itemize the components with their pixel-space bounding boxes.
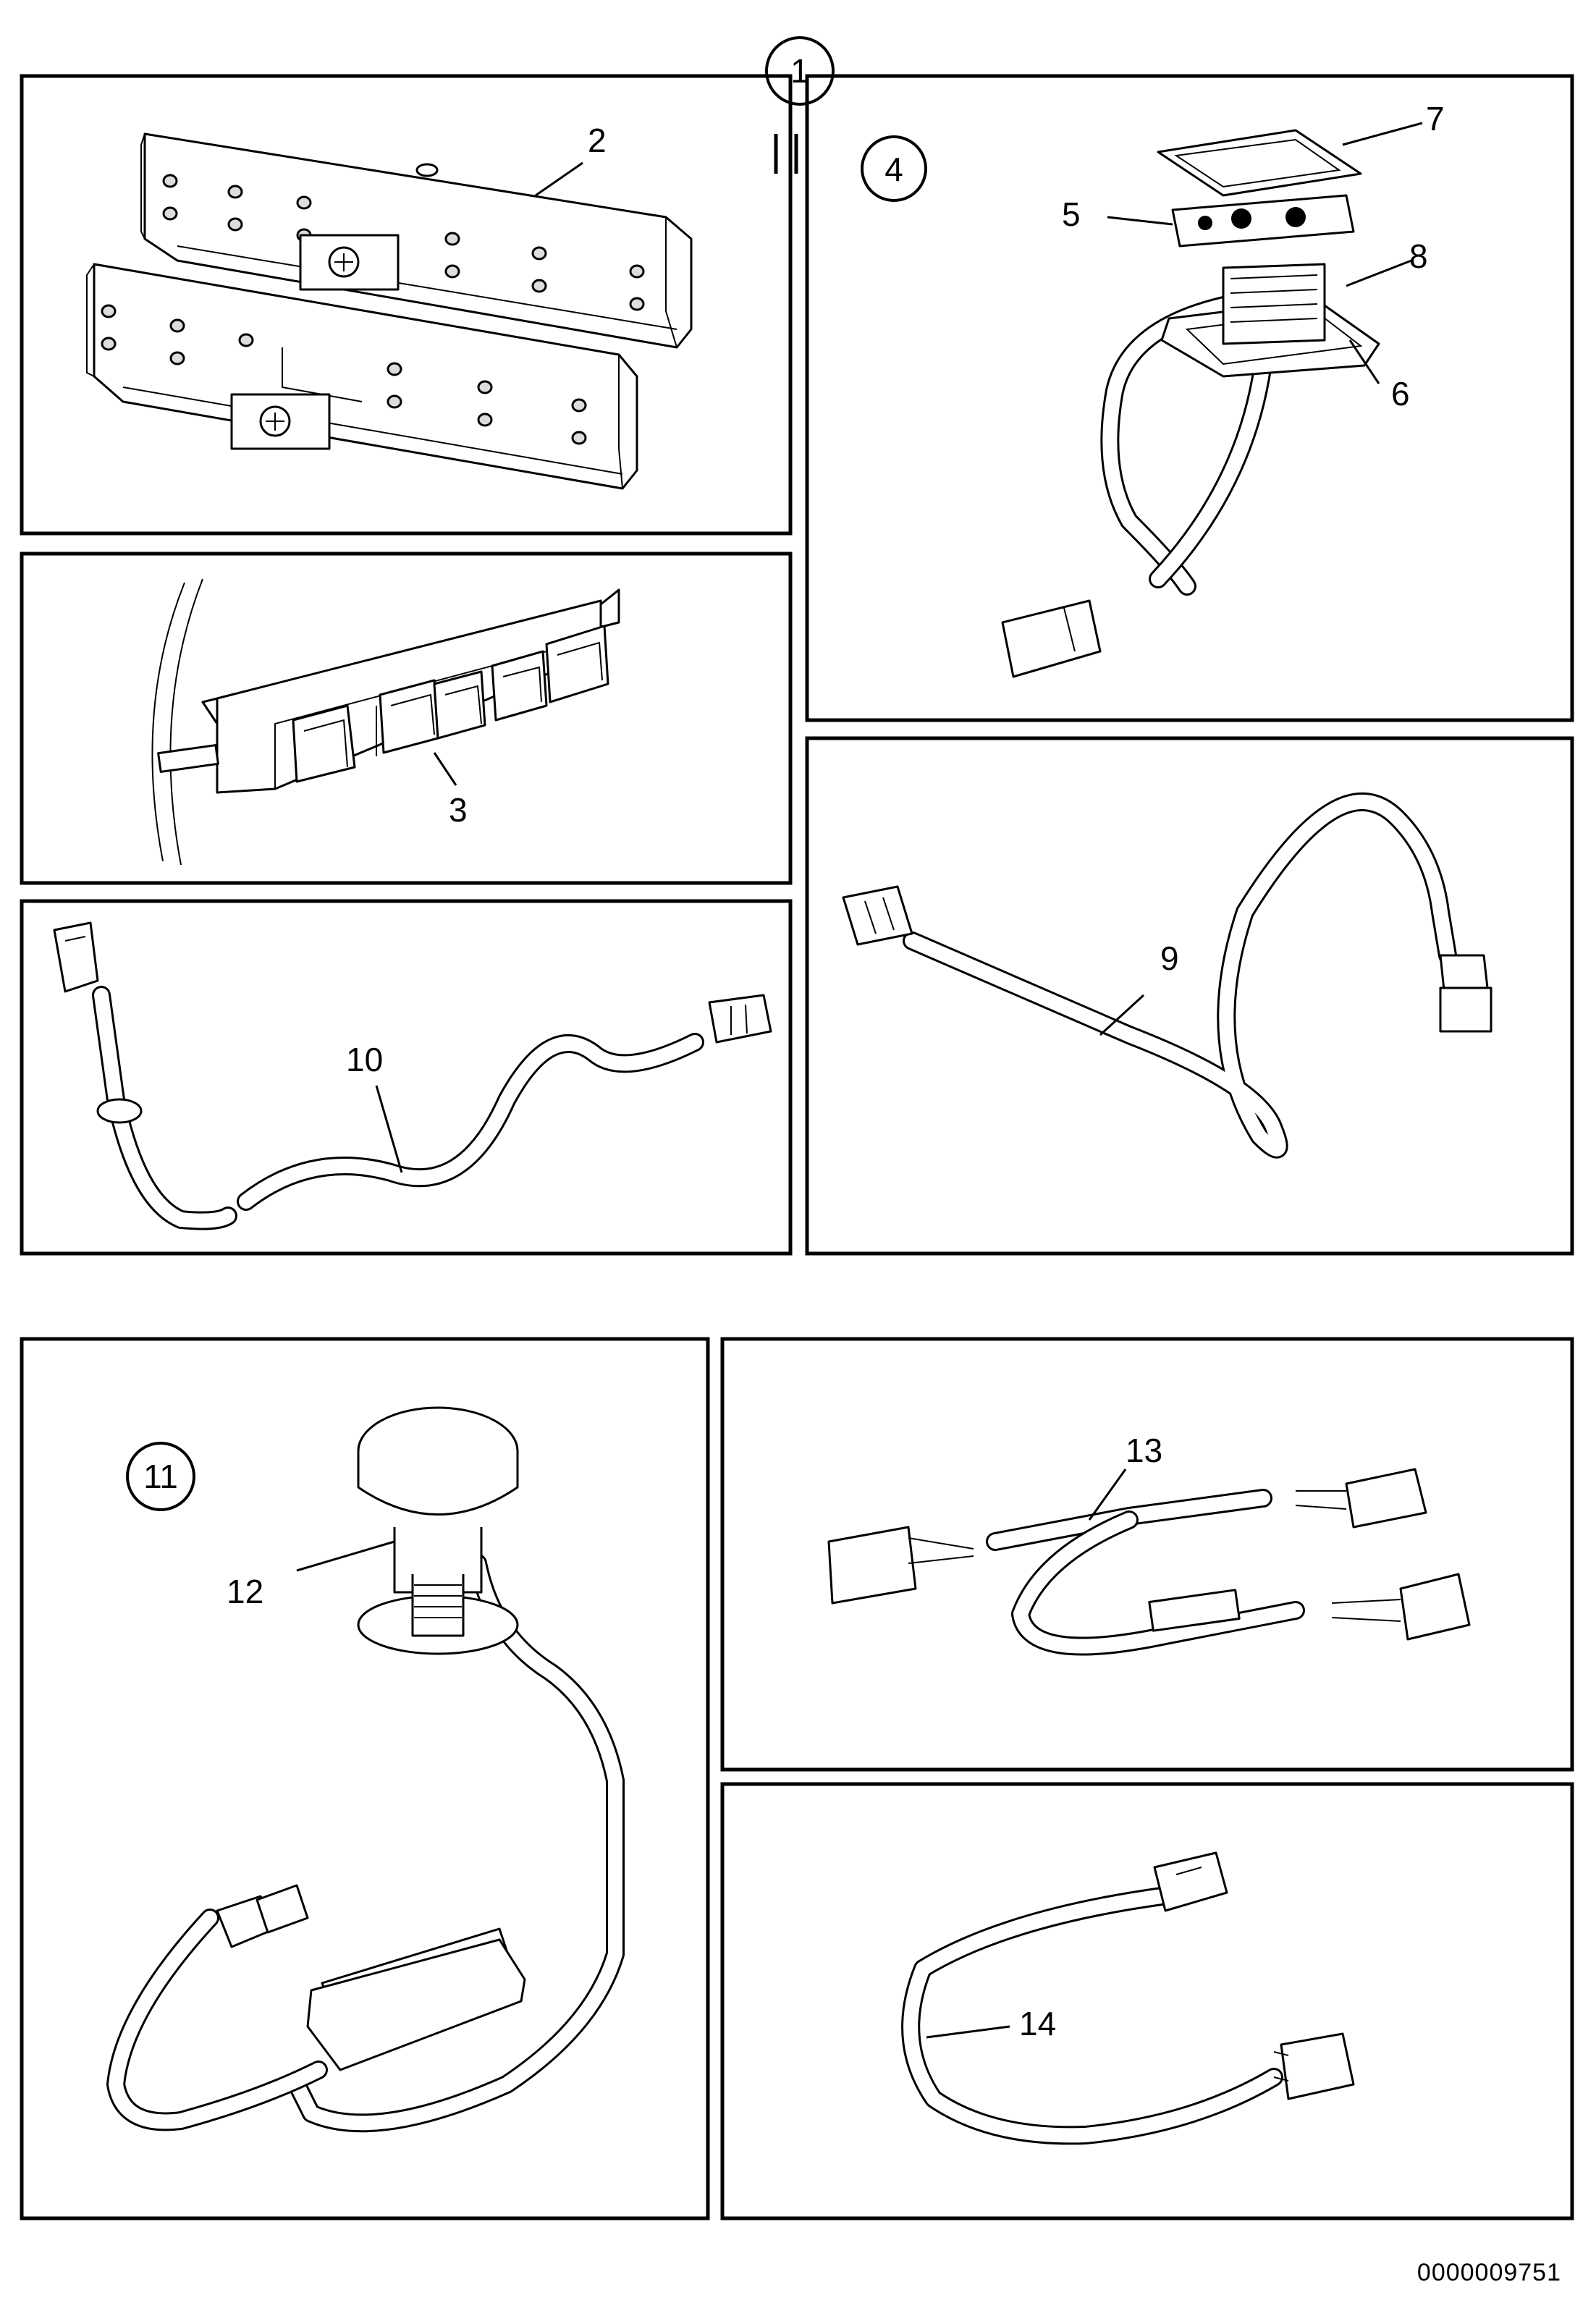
- y-cable-13-illustration: [827, 1468, 1471, 1656]
- control-module-illustration: [86, 132, 693, 490]
- cable-10-illustration: [53, 921, 772, 1230]
- panel-y-cable-13: [720, 1337, 1574, 1772]
- callout-13: 13: [1126, 1432, 1162, 1469]
- callout-14: 14: [1019, 2005, 1056, 2042]
- connector-block-illustration: [151, 578, 620, 866]
- panel-connector-block: [20, 551, 793, 885]
- panel-cable-14: [720, 1782, 1574, 2220]
- callout-5: 5: [1062, 195, 1081, 233]
- beacon-illustration: [106, 1406, 625, 2133]
- panel-beacon-assembly: [20, 1337, 710, 2220]
- cable-14-illustration: [901, 1851, 1355, 2145]
- callout-1: 1: [765, 36, 835, 106]
- document-number: 0000009751: [1416, 2259, 1561, 2286]
- svg-text:11: 11: [143, 1458, 178, 1495]
- callout-9: 9: [1160, 939, 1179, 977]
- panel-socket-assembly: [805, 74, 1574, 722]
- panel-cable-10: [20, 899, 793, 1256]
- callout-12: 12: [227, 1573, 263, 1610]
- callout-11: 11: [126, 1442, 195, 1511]
- panel-cable-9: [805, 736, 1574, 1256]
- callout-2: 2: [588, 122, 607, 159]
- callout-7: 7: [1426, 100, 1445, 138]
- callout-4: 4: [861, 135, 927, 202]
- callout-3: 3: [449, 791, 468, 829]
- panel-modules: [20, 74, 793, 536]
- svg-text:4: 4: [884, 151, 903, 188]
- socket-illustration: [1001, 129, 1380, 678]
- socket-leaders: [1107, 122, 1423, 384]
- callout-8: 8: [1409, 237, 1428, 275]
- cable-9-illustration: [842, 792, 1492, 1159]
- callout-6: 6: [1391, 375, 1410, 413]
- callout-10: 10: [346, 1041, 383, 1078]
